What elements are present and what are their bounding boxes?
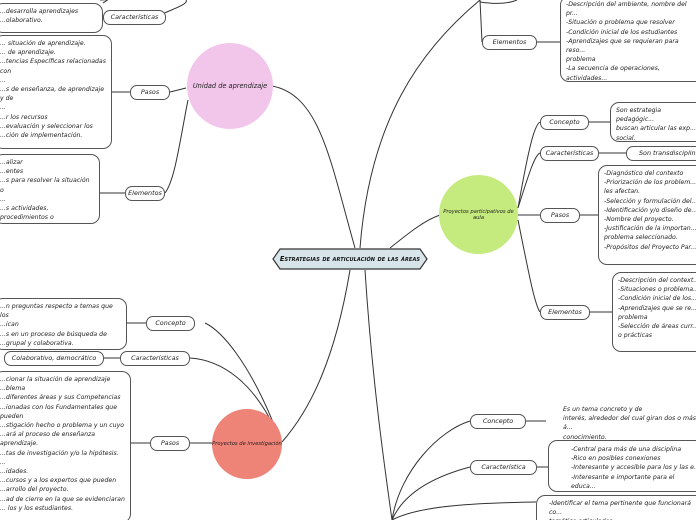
proyectos-investigacion-bubble[interactable]: Proyectos de investigación <box>212 409 282 479</box>
bottom-pasos-text: -Identificar el tema pertinente que func… <box>536 495 696 520</box>
proyectos-participativos-title: Proyectos participativos de aula <box>443 208 514 221</box>
investigacion-caracteristicas-node[interactable]: Características <box>120 351 190 366</box>
unidad-pasos-text: ... situación de aprendizaje. ... de apr… <box>0 35 112 149</box>
investigacion-concepto-node[interactable]: Concepto <box>146 316 195 331</box>
bottom-caracteristica-node[interactable]: Característica <box>470 460 537 475</box>
unidad-de-aprendizaje-bubble[interactable]: Unidad de aprendizaje <box>187 43 273 129</box>
participativos-elementos-text: -Descripción del context... -Situaciones… <box>612 272 696 352</box>
central-topic-label: Estrategias de articulación de las áreas <box>279 255 421 263</box>
bottom-caracteristica-text: -Central para más de una disciplina -Ric… <box>548 440 696 492</box>
unidad-elementos-node[interactable]: Elementos <box>125 186 165 201</box>
investigacion-caracteristicas-text: Colaborativo, democrático <box>4 351 104 366</box>
participativos-pasos-text: -Diagnóstico del contexto -Priorización … <box>598 165 696 265</box>
unidad-pasos-node[interactable]: Pasos <box>130 85 170 100</box>
central-topic[interactable]: Estrategias de articulación de las áreas <box>272 248 428 270</box>
participativos-pasos-node[interactable]: Pasos <box>540 208 580 223</box>
bottom-concepto-node[interactable]: Concepto <box>470 414 526 429</box>
investigacion-pasos-text: ...cionar la situación de aprendizaje ..… <box>0 371 131 520</box>
proyectos-investigacion-title: Proyectos de investigación <box>212 441 282 447</box>
unidad-caracteristicas-node[interactable]: Características <box>103 10 166 25</box>
proyectos-participativos-bubble[interactable]: Proyectos participativos de aula <box>439 175 518 254</box>
investigacion-concepto-text: ...n preguntas respecto a temas que los … <box>0 298 127 350</box>
central-topic-shape <box>272 248 428 270</box>
investigacion-pasos-node[interactable]: Pasos <box>150 436 190 451</box>
unidad-de-aprendizaje-title: Unidad de aprendizaje <box>192 82 268 90</box>
unidad-caracteristicas-text: ...desarrolla aprendizajes ...olaborativ… <box>0 3 103 33</box>
top-elementos-node[interactable]: Elementos <box>482 35 537 50</box>
unidad-elementos-text: ...alizar ...entes ...s para resolver la… <box>0 154 100 224</box>
participativos-concepto-node[interactable]: Concepto <box>540 115 589 130</box>
participativos-caracteristicas-node[interactable]: Características <box>540 146 599 161</box>
participativos-concepto-text: Son estrategia pedagógic... buscan artic… <box>610 102 696 142</box>
bottom-concepto-text: Es un tema concreto y de interés, alrede… <box>546 397 696 443</box>
participativos-caracteristicas-text: Son transdisciplinaria... <box>626 146 696 161</box>
top-elementos-text: -Descripción del ambiente, nombre del pr… <box>560 0 696 82</box>
participativos-elementos-node[interactable]: Elementos <box>540 305 590 320</box>
